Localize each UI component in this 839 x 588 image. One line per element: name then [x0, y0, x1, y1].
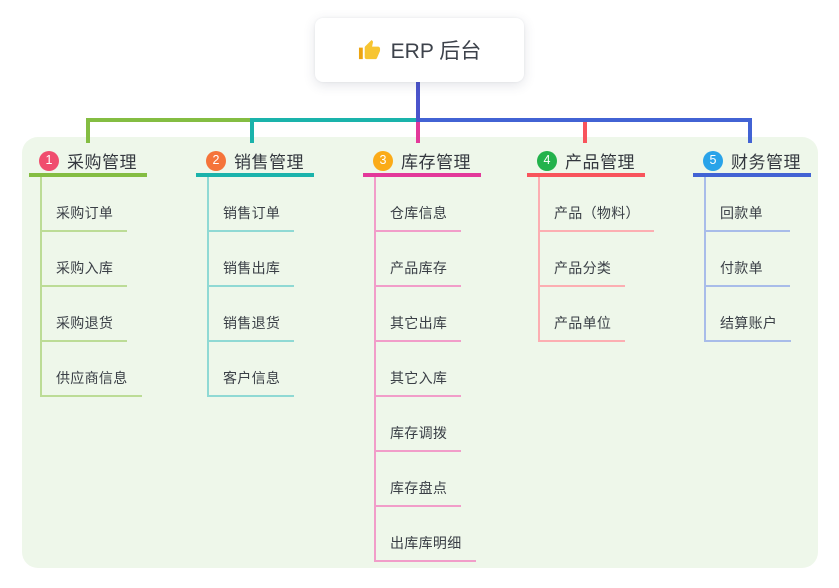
child-node[interactable]: 销售出库: [207, 232, 295, 287]
child-node[interactable]: 产品库存: [374, 232, 462, 287]
branch-number-badge: 2: [206, 150, 226, 171]
child-node[interactable]: 产品（物料）: [538, 177, 654, 232]
children-spine-line: [704, 177, 706, 342]
branch-children: 产品（物料）产品分类产品单位: [538, 177, 654, 342]
child-node[interactable]: 出库库明细: [374, 507, 476, 562]
connector-bus-left: [86, 118, 252, 122]
child-node[interactable]: 库存调拨: [374, 397, 462, 452]
children-spine-line: [374, 177, 376, 562]
branch-children: 回款单付款单结算账户: [704, 177, 811, 342]
branch-label: 财务管理: [731, 153, 801, 172]
child-node[interactable]: 其它入库: [374, 342, 462, 397]
children-spine-line: [538, 177, 540, 342]
child-node[interactable]: 销售退货: [207, 287, 295, 342]
child-node[interactable]: 回款单: [704, 177, 790, 232]
branch-title-4[interactable]: 4 产品管理: [527, 148, 645, 177]
background-panel: [22, 137, 818, 568]
branch-4: 4 产品管理产品（物料）产品分类产品单位: [527, 148, 654, 342]
branch-children: 仓库信息产品库存其它出库其它入库库存调拨库存盘点出库库明细: [374, 177, 481, 562]
child-node[interactable]: 仓库信息: [374, 177, 462, 232]
branch-title-5[interactable]: 5 财务管理: [693, 148, 811, 177]
children-spine-line: [40, 177, 42, 397]
branch-number-badge: 3: [373, 150, 393, 171]
branch-label: 产品管理: [565, 153, 635, 172]
connector-drop-2: [250, 118, 254, 143]
branch-5: 5 财务管理回款单付款单结算账户: [693, 148, 811, 342]
branch-label: 销售管理: [234, 153, 304, 172]
branch-number-badge: 4: [537, 150, 557, 171]
child-node[interactable]: 产品单位: [538, 287, 626, 342]
branch-children: 销售订单销售出库销售退货客户信息: [207, 177, 314, 397]
child-node[interactable]: 采购入库: [40, 232, 128, 287]
child-node[interactable]: 供应商信息: [40, 342, 142, 397]
branch-title-1[interactable]: 1 采购管理: [29, 148, 147, 177]
connector-drop-1: [86, 118, 90, 143]
child-node[interactable]: 其它出库: [374, 287, 462, 342]
connector-drop-3: [416, 118, 420, 143]
thumbs-up-icon: [358, 39, 381, 62]
branch-number-badge: 1: [39, 150, 59, 171]
branch-number-badge: 5: [703, 150, 723, 171]
root-node[interactable]: ERP 后台: [315, 18, 524, 82]
child-node[interactable]: 结算账户: [704, 287, 792, 342]
branch-label: 库存管理: [401, 153, 471, 172]
branch-1: 1 采购管理采购订单采购入库采购退货供应商信息: [29, 148, 147, 397]
connector-drop-5: [748, 118, 752, 143]
child-node[interactable]: 库存盘点: [374, 452, 462, 507]
child-node[interactable]: 采购退货: [40, 287, 128, 342]
child-node[interactable]: 销售订单: [207, 177, 295, 232]
child-node[interactable]: 付款单: [704, 232, 790, 287]
connector-bus-right: [416, 118, 752, 122]
branch-children: 采购订单采购入库采购退货供应商信息: [40, 177, 147, 397]
branch-label: 采购管理: [67, 153, 137, 172]
connector-drop-4: [583, 118, 587, 143]
children-spine-line: [207, 177, 209, 397]
branch-2: 2 销售管理销售订单销售出库销售退货客户信息: [196, 148, 314, 397]
branch-title-2[interactable]: 2 销售管理: [196, 148, 314, 177]
child-node[interactable]: 客户信息: [207, 342, 295, 397]
root-connector: [416, 82, 420, 122]
root-label: ERP 后台: [390, 40, 482, 63]
branch-3: 3 库存管理仓库信息产品库存其它出库其它入库库存调拨库存盘点出库库明细: [363, 148, 481, 562]
connector-bus-mid: [250, 118, 416, 122]
child-node[interactable]: 产品分类: [538, 232, 626, 287]
branch-title-3[interactable]: 3 库存管理: [363, 148, 481, 177]
child-node[interactable]: 采购订单: [40, 177, 128, 232]
